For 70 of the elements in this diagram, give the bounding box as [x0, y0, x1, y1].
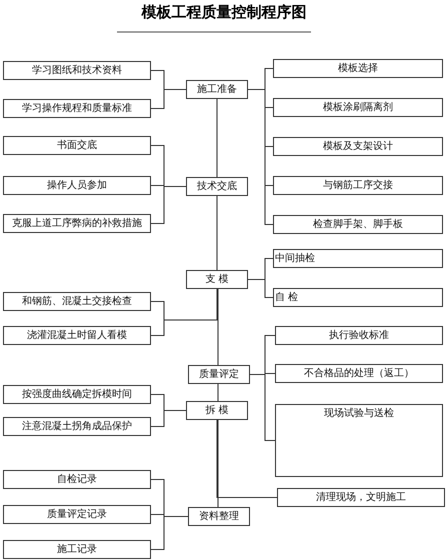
step-label: 书面交底: [57, 139, 97, 152]
process-box: [273, 59, 443, 78]
step-label: 施工准备: [197, 83, 237, 96]
connector-line: [150, 89, 186, 109]
connector-line: [248, 89, 274, 225]
connector-line: [150, 410, 186, 427]
step-label: 按强度曲线确定拆模时间: [22, 388, 132, 401]
connector-line: [150, 186, 186, 224]
process-box: [186, 401, 248, 420]
step-label: 支 模: [205, 273, 229, 286]
process-box: [3, 136, 151, 155]
connector-line: [216, 196, 218, 270]
step-label: 操作人员参加: [47, 179, 107, 192]
connector-line: [150, 516, 188, 550]
step-label: 质量评定: [199, 368, 239, 381]
step-label: 清理现场，文明施工: [316, 491, 406, 504]
connector-line: [250, 374, 276, 441]
process-box: [273, 249, 443, 268]
process-box: [3, 326, 151, 345]
process-box: [188, 365, 250, 384]
step-label: 模板涂刷隔离剂: [323, 101, 393, 114]
step-label: 施工记录: [57, 543, 97, 556]
process-box: [3, 292, 151, 311]
process-box: [273, 288, 443, 307]
process-box: [3, 99, 151, 118]
process-box: [277, 488, 445, 507]
step-label: 克服上道工序弊病的补救措施: [12, 217, 142, 230]
step-label: 自检记录: [57, 473, 97, 486]
step-label: 注意混凝土拐角成品保护: [22, 420, 132, 433]
process-box: [3, 385, 151, 404]
process-box: [273, 98, 443, 117]
step-label: 模板及支架设计: [323, 140, 393, 153]
process-box: [3, 176, 151, 195]
step-label: 与钢筋工序交接: [323, 179, 393, 192]
step-label: 自 检: [275, 291, 298, 304]
process-box: [186, 270, 248, 289]
step-label: 现场试验与送检: [324, 407, 394, 420]
step-label: 和钢筋、混凝土交接检查: [22, 295, 132, 308]
step-label: 模板选择: [338, 62, 378, 75]
step-label: 拆 模: [205, 404, 229, 417]
process-box: [186, 80, 248, 99]
process-box: [275, 364, 443, 383]
step-label: 中间抽检: [275, 252, 315, 265]
step-label: 不合格品的处理（返工）: [304, 367, 414, 380]
process-box: [3, 417, 151, 436]
process-box: [3, 540, 151, 559]
process-box: [273, 176, 443, 195]
diagram-title: 模板工程质量控制程序图: [140, 3, 308, 22]
step-label: 检查脚手架、脚手板: [313, 218, 403, 231]
process-box: [3, 470, 151, 489]
step-label: 资料整理: [199, 510, 239, 523]
step-label: 浇灌混凝土时留人看模: [27, 329, 127, 342]
connector-line: [216, 98, 218, 178]
process-box: [275, 326, 443, 345]
process-box: [186, 177, 248, 196]
process-box: [273, 137, 443, 156]
step-label: 质量评定记录: [47, 508, 107, 521]
process-box: [3, 61, 151, 80]
step-label: 技术交底: [197, 180, 237, 193]
process-box: [273, 215, 443, 234]
process-box: [3, 505, 151, 524]
connector-line: [216, 420, 278, 498]
step-label: 学习图纸和技术资料: [32, 64, 122, 77]
process-box: [188, 507, 250, 526]
connector-line: [248, 279, 274, 298]
process-box: [3, 214, 151, 233]
process-box: [275, 404, 443, 477]
connector-line: [150, 288, 218, 336]
step-label: 执行验收标准: [329, 329, 389, 342]
step-label: 学习操作规程和质量标准: [22, 102, 132, 115]
